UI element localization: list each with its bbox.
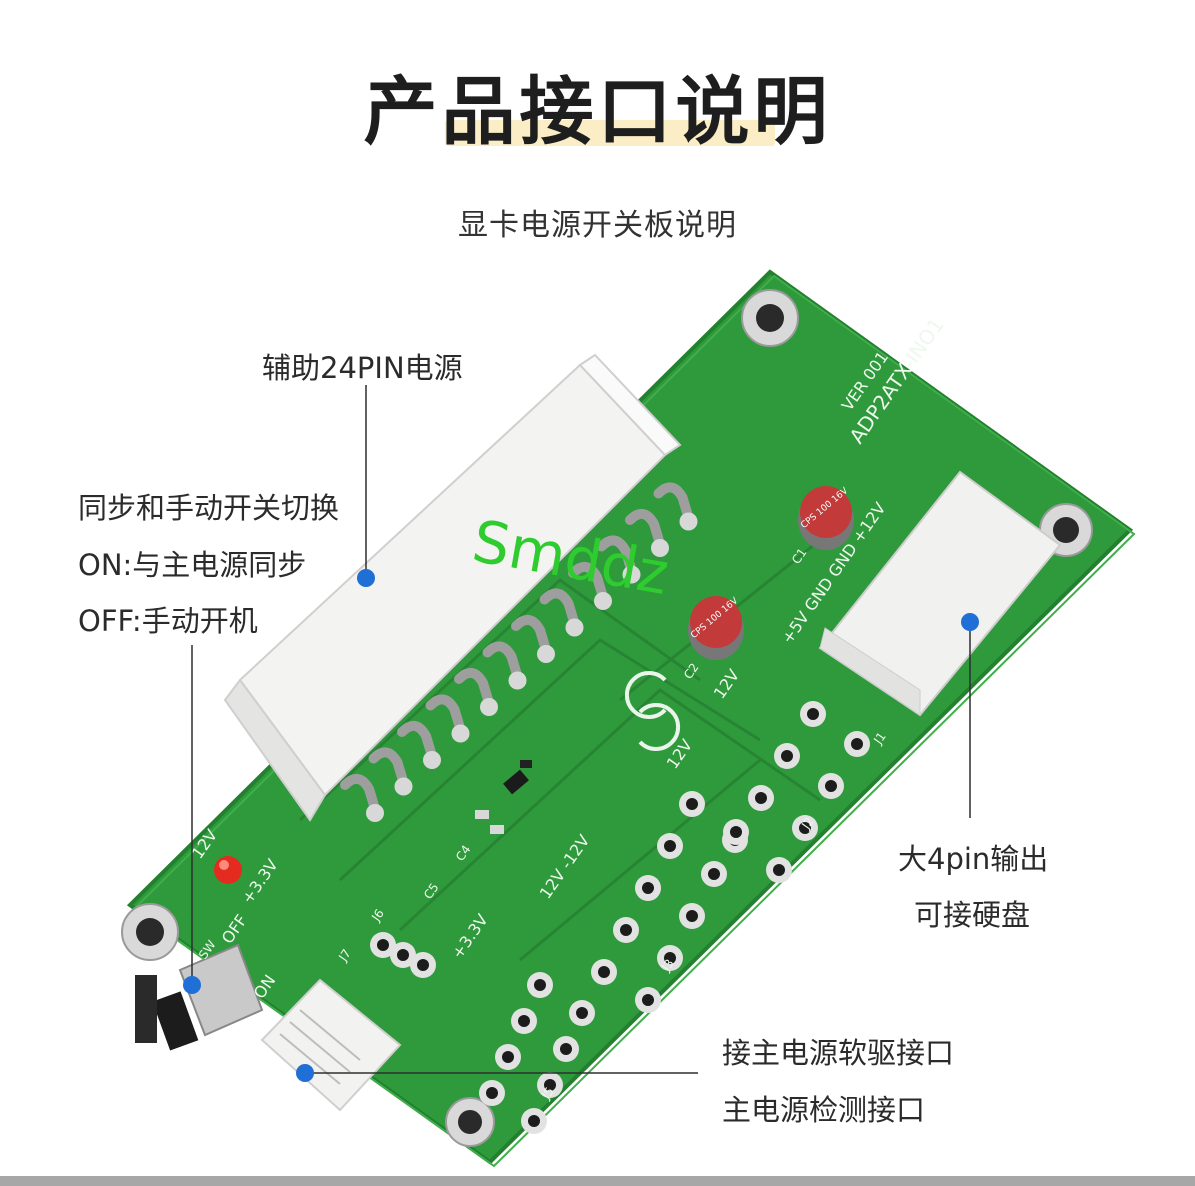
header-hole	[486, 1087, 498, 1099]
header-hole	[534, 979, 546, 991]
marker-switch	[183, 976, 201, 994]
smd-components	[475, 760, 532, 834]
header-hole	[642, 882, 654, 894]
connector-pin	[625, 509, 665, 549]
header-hole	[377, 939, 389, 951]
ce-mark	[624, 671, 681, 751]
solder-pad	[537, 645, 555, 663]
connector-floppy	[260, 978, 402, 1112]
header-hole	[518, 1015, 530, 1027]
header-hole	[851, 738, 863, 750]
solder-pad	[594, 592, 612, 610]
header-hole	[598, 966, 610, 978]
header-hole	[686, 798, 698, 810]
header-hole	[528, 1115, 540, 1127]
connector-pin	[340, 774, 380, 814]
mounting-hole-bottom	[445, 1097, 495, 1147]
header-j5	[479, 972, 595, 1134]
label-floppy-2: 主电源检测接口	[722, 1093, 926, 1127]
connector-pin	[539, 588, 580, 629]
solder-pad	[423, 751, 441, 769]
bottom-bar	[0, 1176, 1195, 1186]
page-title: 产品接口说明	[363, 69, 832, 155]
label-4pin-2: 可接硬盘	[914, 898, 1031, 932]
solder-pad	[651, 539, 669, 557]
marker-aux24	[357, 569, 375, 587]
solder-pad	[394, 777, 413, 796]
led-red	[214, 856, 242, 884]
title-container: 产品接口说明	[0, 52, 1195, 159]
header-hole	[560, 1043, 572, 1055]
connector-pin	[425, 694, 466, 735]
capacitor-c1: CPS 100 16V	[798, 485, 854, 550]
header-hole	[773, 864, 785, 876]
header-hole	[544, 1079, 556, 1091]
solder-pad	[565, 618, 584, 637]
connector-pin	[653, 482, 694, 523]
label-4pin-1: 大4pin输出	[898, 842, 1049, 876]
connector-pin	[482, 641, 523, 682]
solder-pad	[451, 724, 470, 743]
capacitor-c2: CPS 100 16V	[688, 595, 744, 660]
connector-24pin	[223, 353, 698, 822]
marker-floppy	[296, 1064, 314, 1082]
header-hole	[620, 924, 632, 936]
mounting-hole-left	[121, 903, 179, 961]
header-hole	[730, 826, 742, 838]
title-highlight	[445, 120, 775, 146]
label-floppy-1: 接主电源软驱接口	[722, 1036, 955, 1070]
header-hole	[799, 822, 811, 834]
header-hole	[417, 959, 429, 971]
header-hole	[502, 1051, 514, 1063]
marker-4pin	[961, 613, 979, 631]
solder-pad	[679, 512, 698, 531]
header-hole	[708, 868, 720, 880]
header-hole	[755, 792, 767, 804]
header-hole	[576, 1007, 588, 1019]
connector-pin	[397, 721, 437, 761]
header-hole	[807, 708, 819, 720]
label-switch-1: 同步和手动开关切换	[78, 491, 340, 525]
header-hole	[397, 949, 409, 961]
connector-4pin	[818, 470, 1062, 717]
solder-pad	[480, 698, 498, 716]
header-hole	[664, 952, 676, 964]
header-hole	[642, 994, 654, 1006]
header-j6	[370, 932, 436, 978]
label-aux24: 辅助24PIN电源	[262, 351, 463, 385]
connector-pin	[368, 747, 409, 788]
slide-switch	[135, 943, 264, 1051]
header-hole	[781, 750, 793, 762]
label-switch-3: OFF:手动开机	[78, 604, 258, 638]
connector-pin	[568, 562, 608, 602]
solder-pad	[622, 565, 641, 584]
label-switch-2: ON:与主电源同步	[78, 548, 307, 582]
header-hole	[686, 910, 698, 922]
connector-pin	[511, 615, 551, 655]
header-j3	[591, 791, 749, 1013]
header-hole	[664, 840, 676, 852]
connector-pin	[596, 535, 637, 576]
page-subtitle: 显卡电源开关板说明	[458, 208, 737, 243]
connector-pin	[454, 668, 494, 708]
mounting-hole-top	[741, 289, 799, 347]
header-hole	[825, 780, 837, 792]
solder-pad	[508, 671, 527, 690]
solder-pad	[366, 804, 384, 822]
